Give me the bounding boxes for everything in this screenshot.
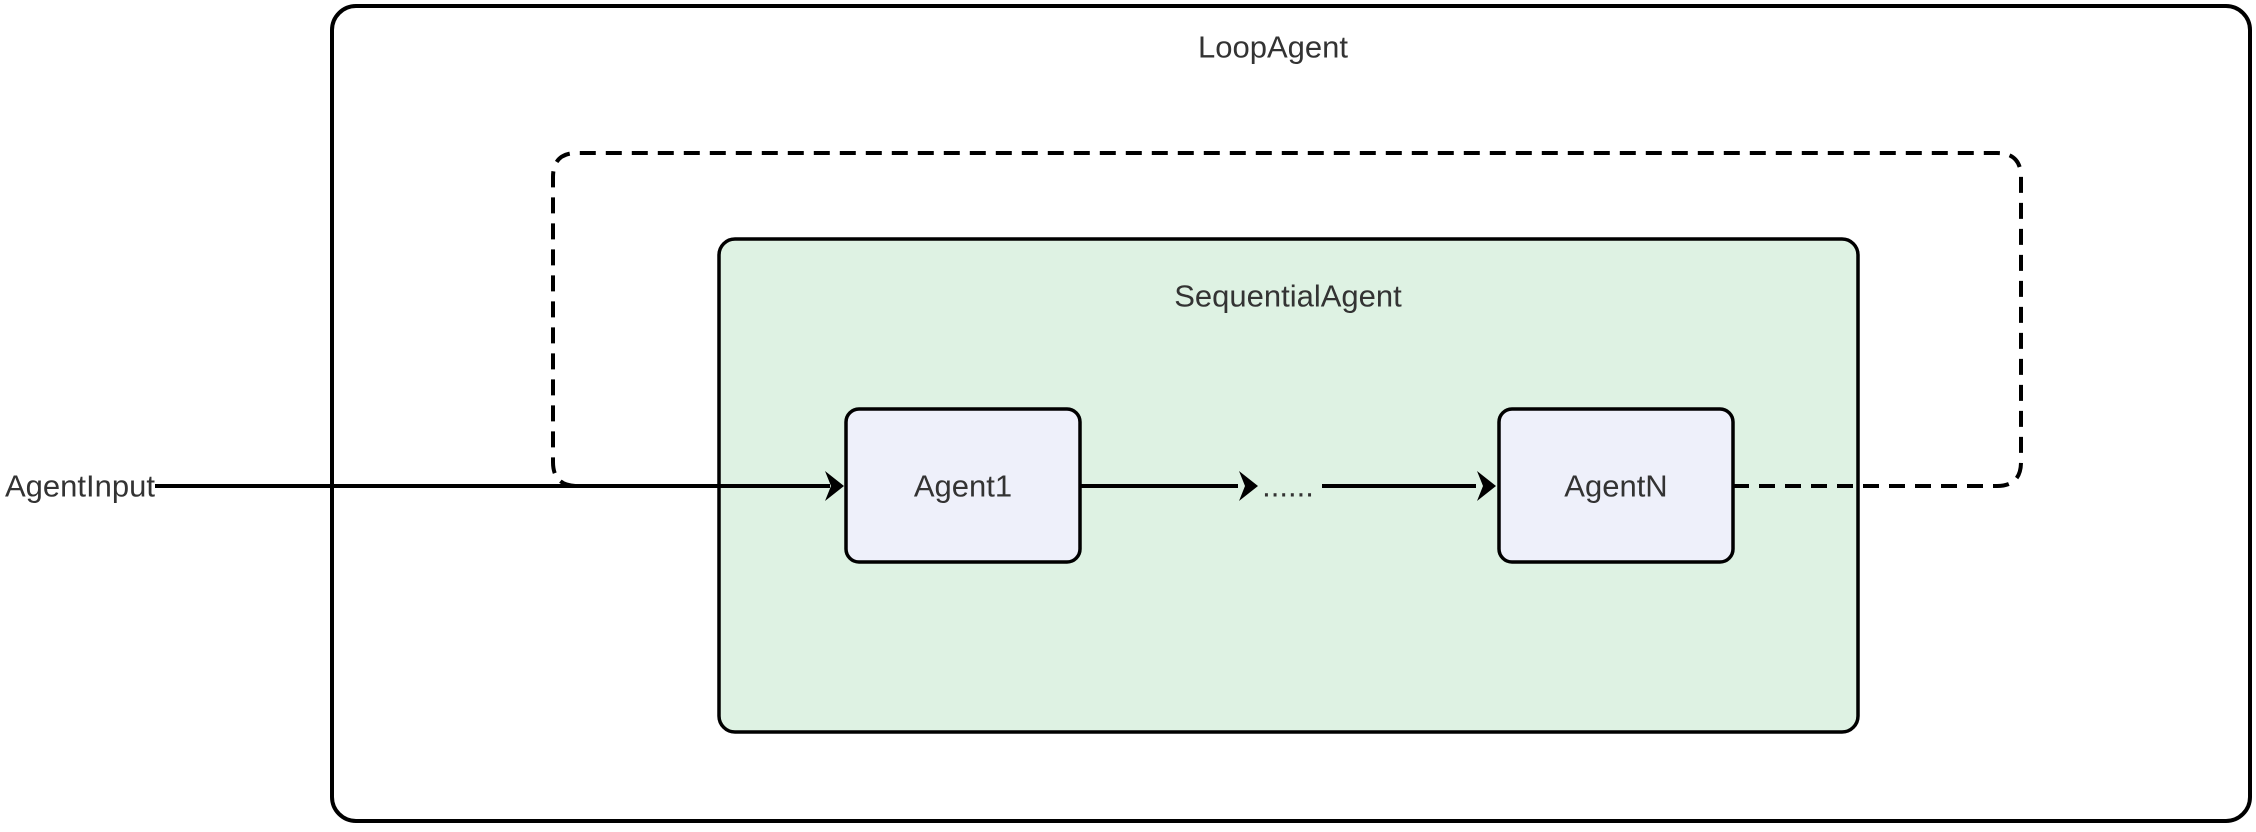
loop-agent-label: LoopAgent xyxy=(1198,30,1348,65)
loop-back-dashed-path xyxy=(551,151,2023,488)
agentn-label: AgentN xyxy=(1564,469,1667,504)
agent1-label: Agent1 xyxy=(914,469,1012,504)
agent1-node xyxy=(844,407,1082,564)
arrowhead-into-agentn xyxy=(1477,471,1496,501)
ellipsis-label: ...... xyxy=(1262,469,1314,504)
agentn-node xyxy=(1497,407,1735,564)
arrowhead-into-ellipsis xyxy=(1239,471,1258,501)
arrowhead-into-agent1 xyxy=(825,471,844,501)
sequential-agent-label: SequentialAgent xyxy=(1174,279,1402,314)
agent-input-label: AgentInput xyxy=(5,469,155,504)
